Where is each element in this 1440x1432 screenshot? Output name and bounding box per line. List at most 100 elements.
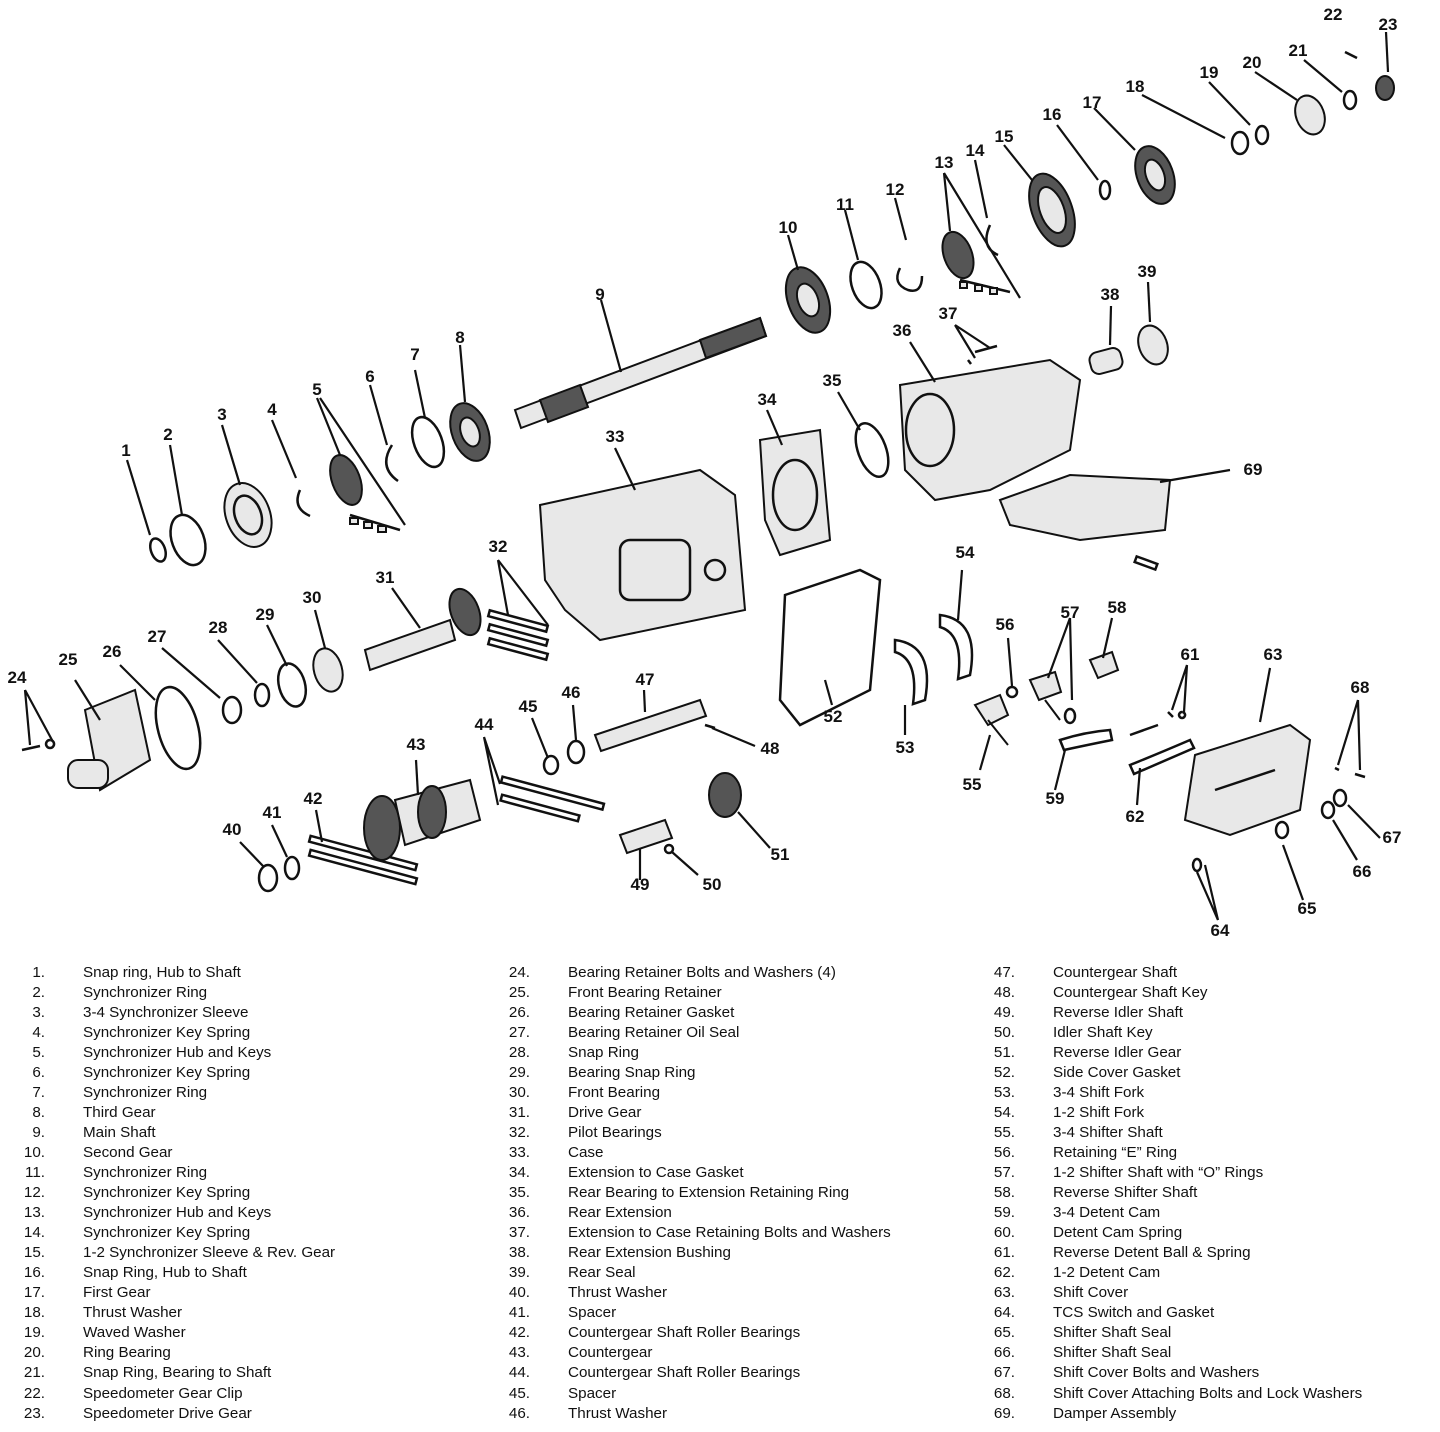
part-12	[896, 267, 924, 292]
part-11	[849, 260, 883, 310]
part-38	[1088, 347, 1124, 375]
legend-item-label: Bearing Retainer Bolts and Washers (4)	[568, 963, 836, 981]
part-55	[973, 693, 1010, 746]
part-43	[363, 795, 401, 861]
legend-item-label: Synchronizer Ring	[83, 983, 208, 1001]
callout-43: 43	[407, 735, 426, 754]
callout-5: 5	[312, 380, 321, 399]
part-50	[663, 843, 675, 855]
legend-item-number: 33.	[508, 1143, 530, 1161]
legend-item-number: 6.	[32, 1063, 45, 1081]
legend-item-number: 37.	[508, 1224, 530, 1242]
part-61	[1167, 710, 1187, 720]
legend-item-label: Shift Cover	[1053, 1284, 1129, 1302]
legend-item-label: 1-2 Shift Fork	[1053, 1103, 1145, 1121]
part-47	[593, 698, 708, 753]
legend-item-number: 24.	[508, 963, 530, 981]
callout-61: 61	[1181, 645, 1200, 664]
legend-item: 36.Rear Extension	[485, 1203, 891, 1223]
legend-item: 15.1-2 Synchronizer Sleeve & Rev. Gear	[0, 1243, 335, 1263]
legend-item: 6.Synchronizer Key Spring	[0, 1062, 335, 1082]
legend-item: 37.Extension to Case Retaining Bolts and…	[485, 1223, 891, 1243]
callout-14: 14	[966, 141, 985, 160]
legend-item-number: 35.	[508, 1184, 530, 1202]
callout-37: 37	[939, 304, 958, 323]
legend-item-label: Side Cover Gasket	[1053, 1063, 1181, 1081]
legend-item-label: Shift Cover Attaching Bolts and Lock Was…	[1053, 1384, 1363, 1402]
legend-item: 57.1-2 Shifter Shaft with “O” Rings	[970, 1162, 1362, 1182]
legend-item-number: 10.	[23, 1143, 45, 1161]
legend-item-label: Damper Assembly	[1053, 1404, 1177, 1422]
legend-item-number: 29.	[508, 1063, 530, 1081]
part-30	[312, 647, 344, 693]
legend-item-label: Countergear Shaft	[1053, 963, 1178, 981]
legend-item-number: 67.	[993, 1364, 1015, 1382]
callout-55: 55	[963, 775, 982, 794]
part-21	[1342, 89, 1358, 111]
legend-item-number: 57.	[993, 1163, 1015, 1181]
legend-item-number: 63.	[993, 1284, 1015, 1302]
diagram-canvas: 1 2 3 4 5 6 7 8 9 10 11 12 13 14 15 16 1…	[8, 5, 1402, 940]
legend-item: 7.Synchronizer Ring	[0, 1082, 335, 1102]
legend-item-label: Main Shaft	[83, 1123, 156, 1141]
callout-65: 65	[1298, 899, 1317, 918]
legend-item: 49.Reverse Idler Shaft	[970, 1002, 1362, 1022]
callout-26: 26	[103, 642, 122, 661]
legend-item: 58.Reverse Shifter Shaft	[970, 1183, 1362, 1203]
legend-item-number: 16.	[23, 1264, 45, 1282]
legend-item-number: 7.	[32, 1083, 45, 1101]
legend-item-label: Front Bearing Retainer	[568, 983, 722, 1001]
part-5	[329, 454, 363, 506]
legend-item: 27.Bearing Retainer Oil Seal	[485, 1022, 891, 1042]
legend-item: 69.Damper Assembly	[970, 1403, 1362, 1423]
part-51	[708, 772, 742, 818]
callout-24: 24	[8, 668, 27, 687]
legend-item: 59.3-4 Detent Cam	[970, 1203, 1362, 1223]
legend-item-label: Thrust Washer	[568, 1404, 668, 1422]
part-66	[1320, 800, 1336, 820]
legend-item: 44.Countergear Shaft Roller Bearings	[485, 1363, 891, 1383]
legend-item-label: Bearing Retainer Gasket	[568, 1003, 735, 1021]
legend-column-2: 24. Bearing Retainer Bolts and Washers (4…	[485, 962, 891, 1423]
legend-item: 2.Synchronizer Ring	[0, 982, 335, 1002]
legend-item-label: Detent Cam Spring	[1053, 1224, 1183, 1242]
callout-59: 59	[1046, 789, 1065, 808]
legend-item-number: 47.	[993, 963, 1015, 981]
legend-item-number: 31.	[508, 1103, 530, 1121]
legend-item-label: Shifter Shaft Seal	[1053, 1344, 1172, 1362]
legend-item-number: 26.	[508, 1003, 530, 1021]
legend-item: 22.Speedometer Gear Clip	[0, 1383, 335, 1403]
callout-39: 39	[1138, 262, 1157, 281]
legend-item: 5.Synchronizer Hub and Keys	[0, 1042, 335, 1062]
callout-56: 56	[996, 615, 1015, 634]
part-57	[1028, 670, 1063, 721]
callout-38: 38	[1101, 285, 1120, 304]
part-69	[998, 473, 1172, 542]
legend-item: 32.Pilot Bearings	[485, 1122, 891, 1142]
legend-item: 67.Shift Cover Bolts and Washers	[970, 1363, 1362, 1383]
legend-item-number: 17.	[23, 1284, 45, 1302]
part-42	[307, 834, 419, 886]
callout-46: 46	[562, 683, 581, 702]
legend-item-number: 44.	[508, 1364, 530, 1382]
legend-item-number: 62.	[993, 1264, 1015, 1282]
legend-item-label: First Gear	[83, 1284, 151, 1302]
part-2	[169, 513, 207, 567]
legend-item: 3.3-4 Synchronizer Sleeve	[0, 1002, 335, 1022]
legend-item-number: 49.	[993, 1003, 1015, 1021]
callout-50: 50	[703, 875, 722, 894]
legend-item-number: 54.	[993, 1103, 1015, 1121]
part-33	[538, 468, 747, 642]
legend-item: 8.Third Gear	[0, 1102, 335, 1122]
callout-15: 15	[995, 127, 1014, 146]
callout-48: 48	[761, 739, 780, 758]
legend-item: 54. 1-2 Shift Fork	[970, 1102, 1362, 1122]
part-67	[1332, 788, 1348, 808]
legend-item: 40.Thrust Washer	[485, 1283, 891, 1303]
callout-16: 16	[1043, 105, 1062, 124]
legend-item-label: 1-2 Detent Cam	[1053, 1264, 1161, 1282]
legend-item-label: Drive Gear	[568, 1103, 642, 1121]
legend-item-number: 48.	[993, 983, 1015, 1001]
callout-53: 53	[896, 738, 915, 757]
